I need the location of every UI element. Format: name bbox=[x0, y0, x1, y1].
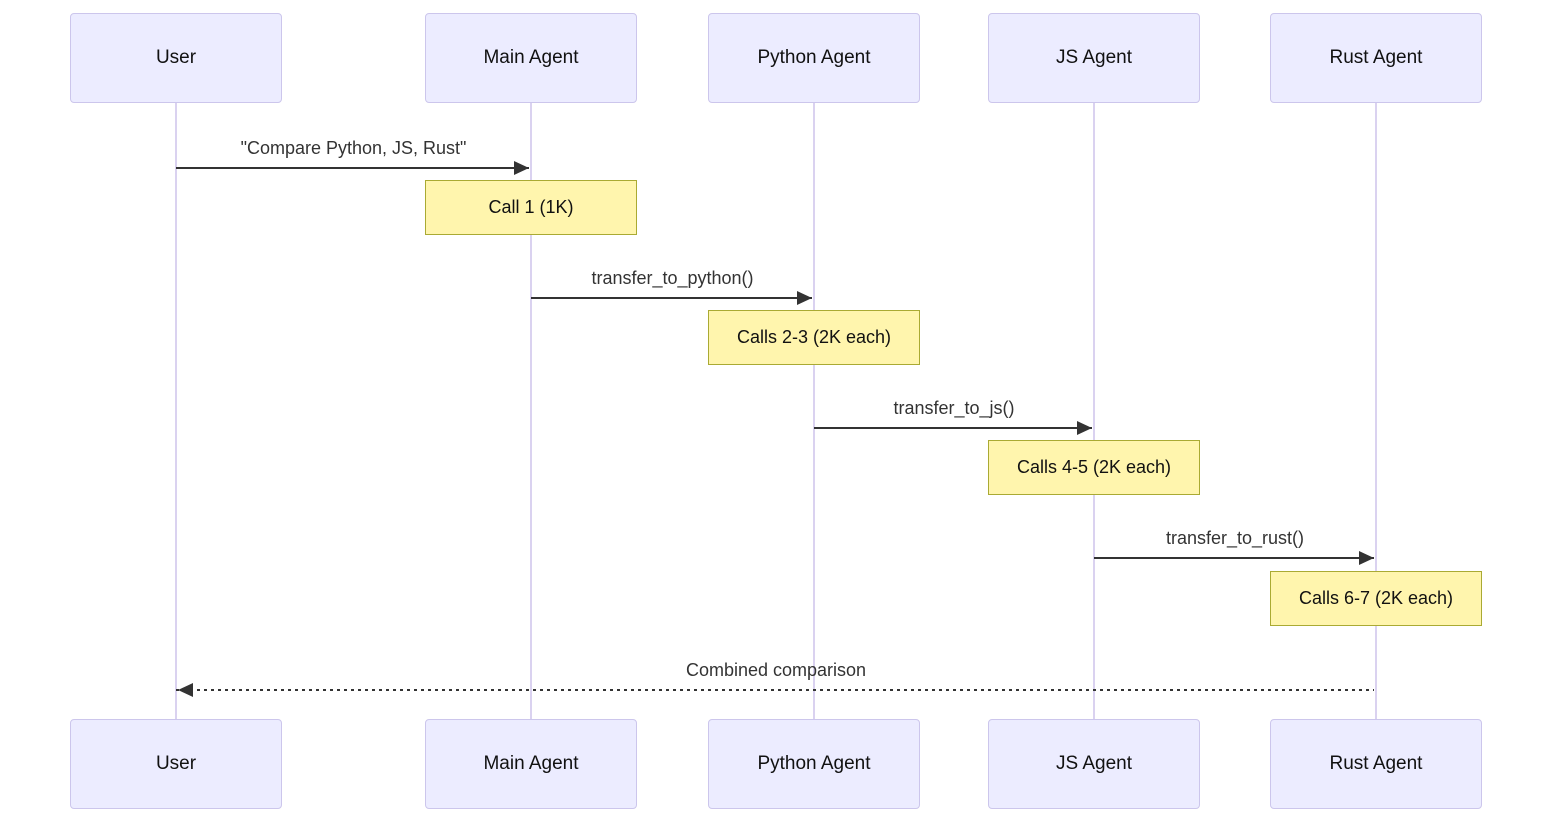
lifeline-user bbox=[175, 103, 177, 719]
message-label-python-agent-to-js-agent: transfer_to_js() bbox=[893, 398, 1015, 418]
actor-user-top: User bbox=[70, 13, 282, 103]
message-label-js-agent-to-rust-agent: transfer_to_rust() bbox=[1165, 528, 1305, 548]
note-over-rust-agent: Calls 6-7 (2K each) bbox=[1270, 571, 1482, 626]
arrowhead-python-agent-to-js-agent bbox=[1077, 421, 1092, 435]
actor-rust-agent-top: Rust Agent bbox=[1270, 13, 1482, 103]
arrowhead-rust-agent-to-user bbox=[178, 683, 193, 697]
lifeline-js-agent bbox=[1093, 103, 1095, 719]
arrowhead-main-agent-to-python-agent bbox=[797, 291, 812, 305]
actor-python-agent-top: Python Agent bbox=[708, 13, 920, 103]
message-line-rust-agent-to-user bbox=[176, 689, 1374, 691]
lifeline-rust-agent bbox=[1375, 103, 1377, 719]
actor-python-agent-bottom: Python Agent bbox=[708, 719, 920, 809]
lifeline-main-agent bbox=[530, 103, 532, 719]
message-label-rust-agent-to-user: Combined comparison bbox=[685, 660, 867, 680]
arrowhead-user-to-main-agent bbox=[514, 161, 529, 175]
actor-main-agent-bottom: Main Agent bbox=[425, 719, 637, 809]
actor-js-agent-bottom: JS Agent bbox=[988, 719, 1200, 809]
message-label-main-agent-to-python-agent: transfer_to_python() bbox=[591, 268, 754, 288]
actor-js-agent-top: JS Agent bbox=[988, 13, 1200, 103]
note-over-main-agent: Call 1 (1K) bbox=[425, 180, 637, 235]
message-line-python-agent-to-js-agent bbox=[814, 427, 1092, 429]
arrowhead-js-agent-to-rust-agent bbox=[1359, 551, 1374, 565]
actor-rust-agent-bottom: Rust Agent bbox=[1270, 719, 1482, 809]
message-line-js-agent-to-rust-agent bbox=[1094, 557, 1374, 559]
actor-user-bottom: User bbox=[70, 719, 282, 809]
message-label-user-to-main-agent: "Compare Python, JS, Rust" bbox=[240, 138, 467, 158]
lifeline-python-agent bbox=[813, 103, 815, 719]
message-line-user-to-main-agent bbox=[176, 167, 529, 169]
message-line-main-agent-to-python-agent bbox=[531, 297, 812, 299]
note-over-js-agent: Calls 4-5 (2K each) bbox=[988, 440, 1200, 495]
actor-main-agent-top: Main Agent bbox=[425, 13, 637, 103]
note-over-python-agent: Calls 2-3 (2K each) bbox=[708, 310, 920, 365]
